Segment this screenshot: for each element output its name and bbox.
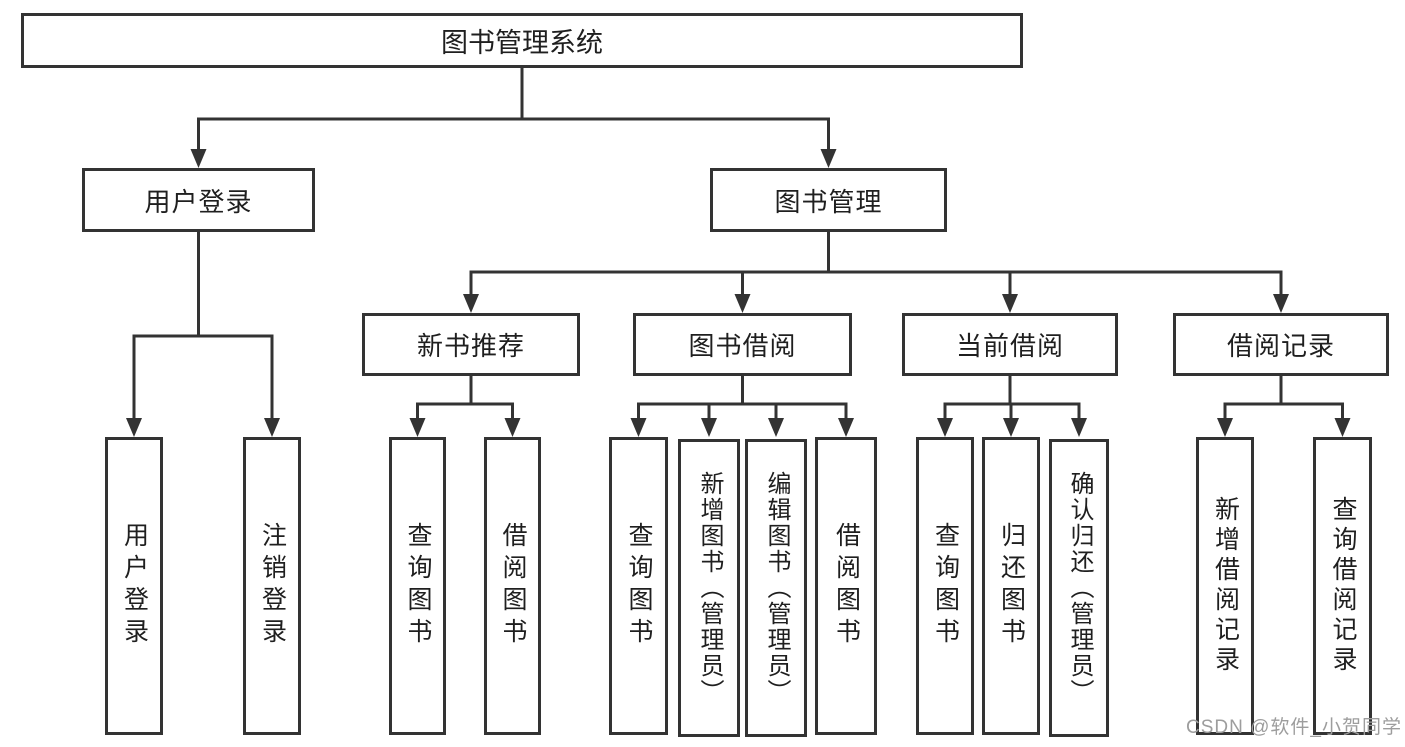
node-current-borrowing: 当前借阅 <box>902 313 1118 376</box>
leaf-logout: 注销登录 <box>243 437 301 735</box>
leaf-add-borrow-record: 新增借阅记录 <box>1196 437 1254 735</box>
leaf-confirm-return-admin: 确认归还（管理员） <box>1049 439 1109 737</box>
node-user-login: 用户登录 <box>82 168 315 232</box>
node-new-book-recommend: 新书推荐 <box>362 313 580 376</box>
leaf-borrow-books: 借阅图书 <box>815 437 877 735</box>
arrowheads <box>126 149 1351 437</box>
node-book-management: 图书管理 <box>710 168 947 232</box>
node-library-system: 图书管理系统 <box>21 13 1023 68</box>
node-book-borrowing: 图书借阅 <box>633 313 852 376</box>
leaf-current-query-books: 查询图书 <box>916 437 974 735</box>
leaf-newbook-borrow-books: 借阅图书 <box>484 437 541 735</box>
leaf-edit-books-admin: 编辑图书（管理员） <box>745 439 807 737</box>
leaf-borrowing-query-books: 查询图书 <box>609 437 668 735</box>
leaf-return-books: 归还图书 <box>982 437 1040 735</box>
node-borrowing-records: 借阅记录 <box>1173 313 1389 376</box>
leaf-query-borrow-record: 查询借阅记录 <box>1313 437 1372 735</box>
csdn-watermark: CSDN @软件_小贺同学 <box>1186 717 1402 738</box>
leaf-user-login: 用户登录 <box>105 437 163 735</box>
leaf-add-books-admin: 新增图书（管理员） <box>678 439 740 737</box>
leaf-newbook-query-books: 查询图书 <box>389 437 446 735</box>
